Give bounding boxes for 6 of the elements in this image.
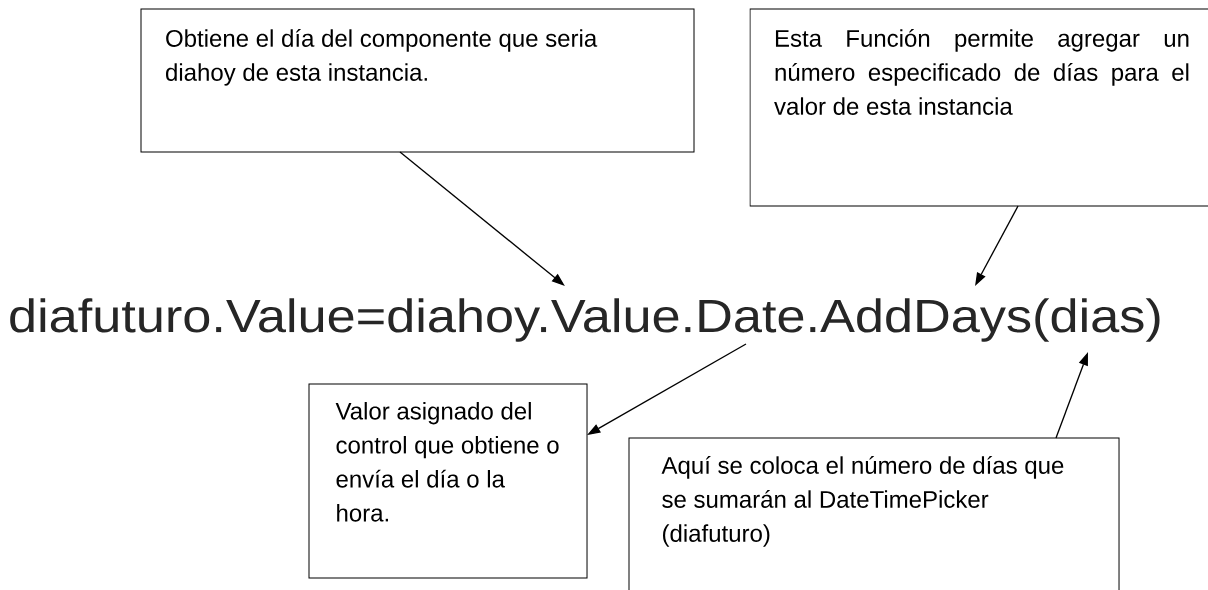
code-line: diafuturo.Value=diahoy.Value.Date.AddDays(dias) <box>10 298 1160 342</box>
annotation-box: Obtiene el día del componente que seria diahoy de esta instancia. <box>140 8 695 153</box>
annotation-box: Esta Función permite agregar un número especificado de días para el valor de esta instancia <box>749 8 1208 207</box>
arrow <box>399 151 565 286</box>
annotation-box: Valor asignado del control que obtiene o envía el día o la hora. <box>308 383 588 579</box>
annotation-box: Aquí se coloca el número de días que se sumarán al DateTimePicker (diafuturo) <box>628 437 1120 590</box>
